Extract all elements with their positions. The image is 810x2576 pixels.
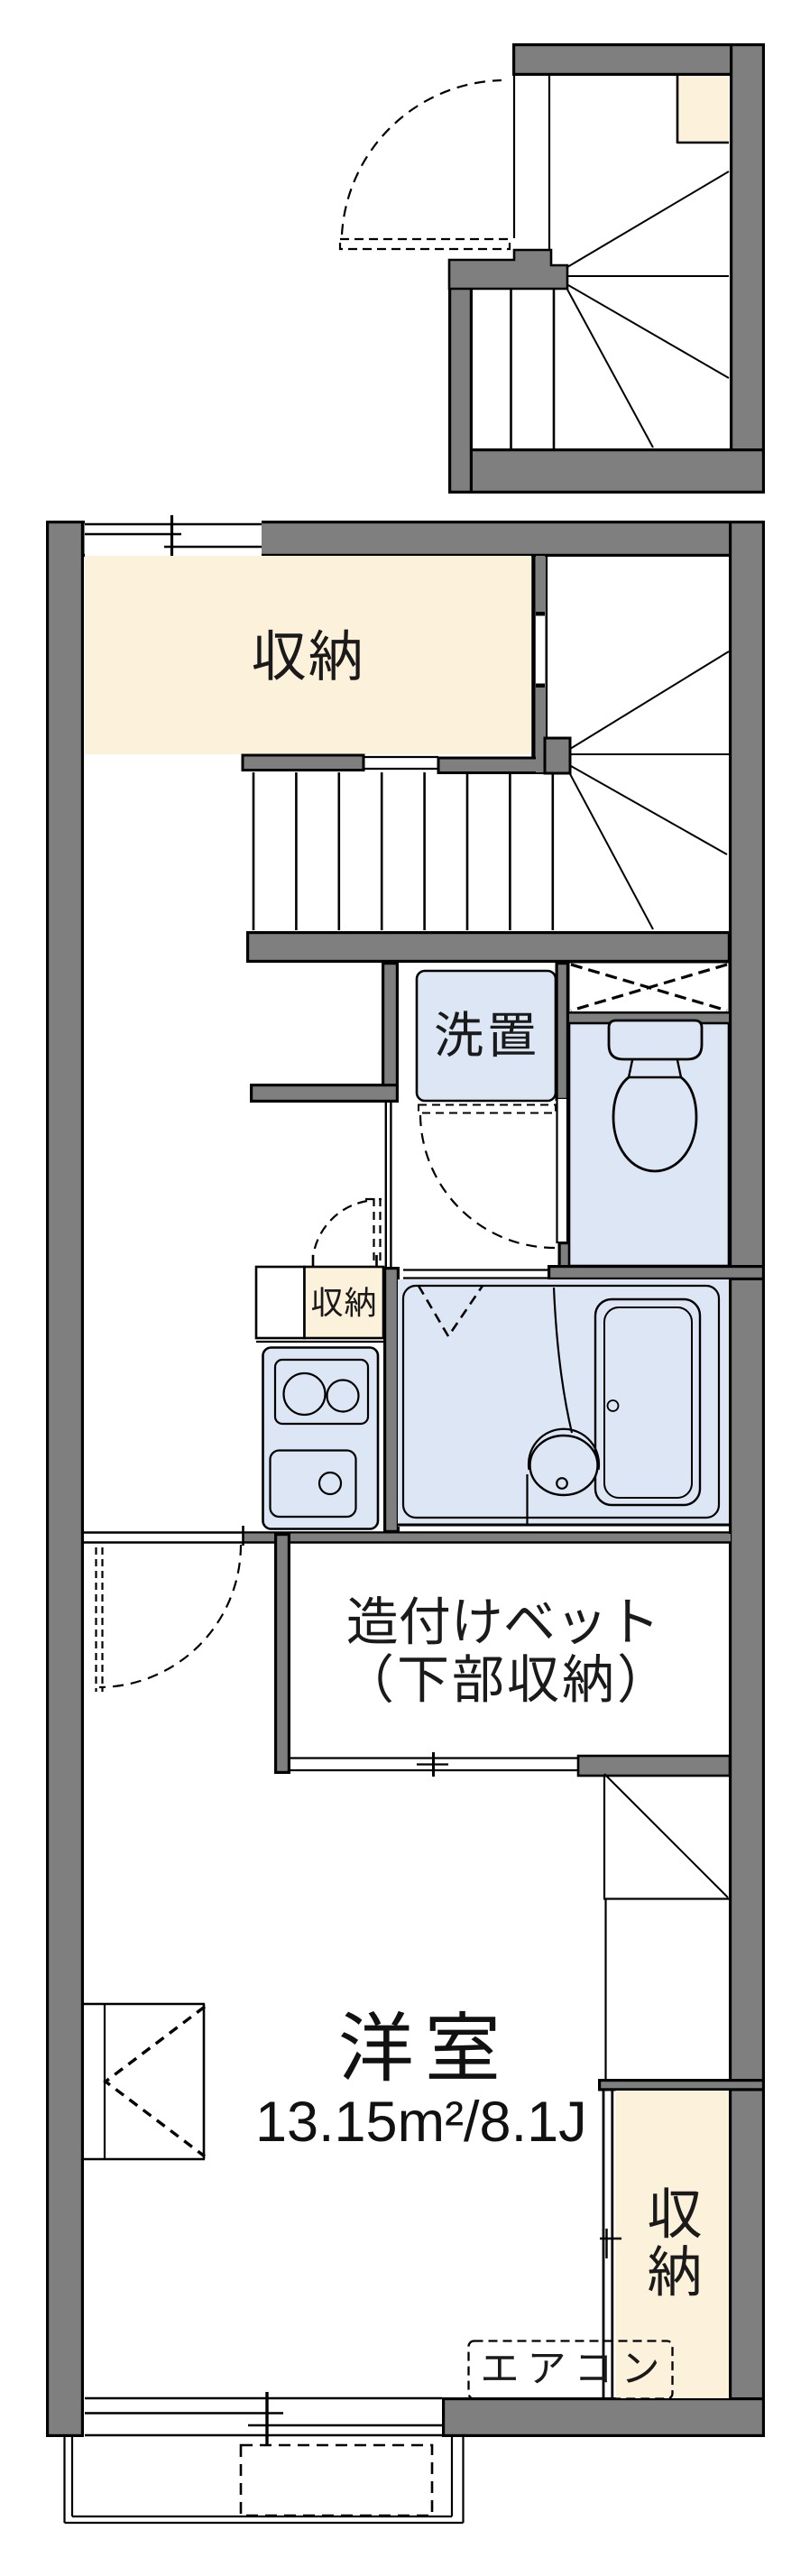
svg-text:13.15m²/8.1J: 13.15m²/8.1J [255, 2091, 587, 2154]
